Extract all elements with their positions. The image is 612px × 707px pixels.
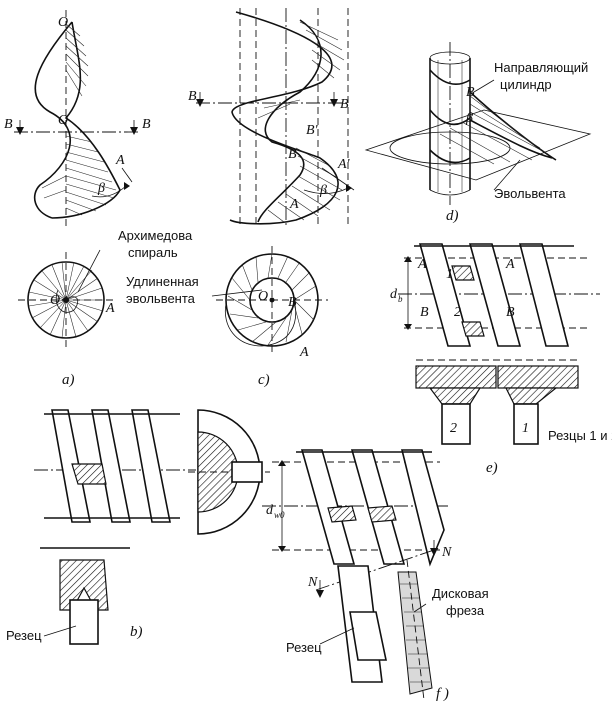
point-b-right-a: B xyxy=(142,117,151,132)
caption-b: b) xyxy=(130,624,143,640)
dim-db-sub: b xyxy=(398,294,403,304)
label-disk-mill-1: Дисковая xyxy=(432,586,489,601)
point-b-prime-c: B' xyxy=(306,123,319,138)
caption-d: d) xyxy=(446,208,459,224)
helix-inner-c xyxy=(257,19,322,223)
point-a-c: A xyxy=(289,197,299,212)
beta-arc-a xyxy=(91,185,127,198)
caption-c: c) xyxy=(258,372,270,388)
point-a-a: A xyxy=(115,153,125,168)
helix-on-cylinder-d xyxy=(429,69,471,164)
radial-rulings-a xyxy=(28,261,104,339)
rulings-c xyxy=(257,21,345,223)
caption-a: a) xyxy=(62,372,75,388)
cutter-number-1: 1 xyxy=(522,421,529,436)
beta-c: β xyxy=(319,183,327,198)
point-a-left-e: A xyxy=(417,257,427,272)
panel-d-involute-helicoid: B β Направляющий цилиндр Эвольвента d) xyxy=(364,42,592,224)
point-a-section-a: A xyxy=(105,301,115,316)
point-b-left-c: B xyxy=(188,89,197,104)
point-b-right-e: B xyxy=(506,305,515,320)
point-o-top-a: O xyxy=(58,15,68,30)
point-a-section-c: A xyxy=(299,345,309,360)
worm-threads-f xyxy=(296,449,445,567)
cutter-number-2: 2 xyxy=(450,421,457,436)
caption-f: f ) xyxy=(436,686,449,702)
rulings-a xyxy=(41,23,117,216)
section-label-1: 1 xyxy=(446,267,453,282)
helix-left-a xyxy=(33,21,73,219)
point-o-section-c: O xyxy=(258,289,268,304)
point-b-c: B xyxy=(288,147,297,162)
panel-b-archimedean-worm-cutting: Резец b) xyxy=(6,409,270,645)
helix-outer-c xyxy=(229,11,339,225)
point-b-right-c: B xyxy=(340,97,349,112)
point-b-d: B xyxy=(466,85,475,100)
point-b-left-a: B xyxy=(4,117,13,132)
thread-section-f-2 xyxy=(367,505,397,523)
caption-e: e) xyxy=(486,460,498,476)
point-b-section-c: B xyxy=(288,295,297,310)
label-cutters-1-2: Резцы 1 и 2 xyxy=(548,428,612,443)
dim-dw0-sub: w0 xyxy=(274,510,285,520)
label-archimedean-spiral-1: Архимедова xyxy=(118,228,193,243)
leader-cutter-f xyxy=(319,627,355,645)
helix-right-a xyxy=(51,21,121,219)
point-o-mid-a: O xyxy=(58,113,68,128)
label-involute: Эвольвента xyxy=(494,186,566,201)
point-b-left-e: B xyxy=(420,305,429,320)
point-o-section-a: O xyxy=(50,293,60,308)
panel-a-archimedean-helicoid: O O B B A β xyxy=(4,10,193,388)
label-cutter-f: Резец xyxy=(286,640,322,655)
disk-mill-f xyxy=(397,559,433,701)
rulings-d xyxy=(439,95,549,165)
beta-d: β xyxy=(465,111,473,126)
cutter-tip-b xyxy=(59,559,109,611)
leader-spiral xyxy=(77,249,101,293)
panel-c-convolute-helicoid: B B B' B A' A β xyxy=(126,8,355,388)
thread-section-1-e xyxy=(451,265,475,281)
label-extended-involute-1: Удлиненная xyxy=(126,274,199,289)
tangent-plane-d xyxy=(364,109,592,181)
section-label-2: 2 xyxy=(454,305,461,320)
thread-section-b xyxy=(71,463,107,485)
worm-threads-b xyxy=(44,409,180,523)
panel-e-two-cutters: d b A A B B 1 2 2 1 Резцы 1 и 2 e) xyxy=(390,243,612,476)
label-archimedean-spiral-2: спираль xyxy=(128,245,178,260)
leader-cutter-b xyxy=(43,625,77,637)
point-n-right-f: N xyxy=(441,545,452,560)
panel-f-involute-worm-cutting: d w0 N N Резец Дисковая фреза f ) xyxy=(262,449,489,702)
dim-db-label: d xyxy=(390,287,398,302)
label-guide-cylinder-1: Направляющий xyxy=(494,60,588,75)
thread-section-2-e xyxy=(461,321,485,337)
label-cutter-b: Резец xyxy=(6,628,42,643)
beta-a: β xyxy=(97,181,105,196)
point-a-prime-c: A' xyxy=(337,157,351,172)
label-extended-involute-2: эвольвента xyxy=(126,291,196,306)
label-disk-mill-2: фреза xyxy=(446,603,485,618)
thread-section-f-1 xyxy=(327,505,357,523)
leader-disk-mill xyxy=(413,603,427,613)
point-n-left-f: N xyxy=(307,575,318,590)
label-guide-cylinder-2: цилиндр xyxy=(500,77,552,92)
point-a-right-e: A xyxy=(505,257,515,272)
cutter-blocks-e xyxy=(415,359,579,445)
dim-dw0-label: d xyxy=(266,503,274,518)
worm-threads-e xyxy=(414,243,574,347)
